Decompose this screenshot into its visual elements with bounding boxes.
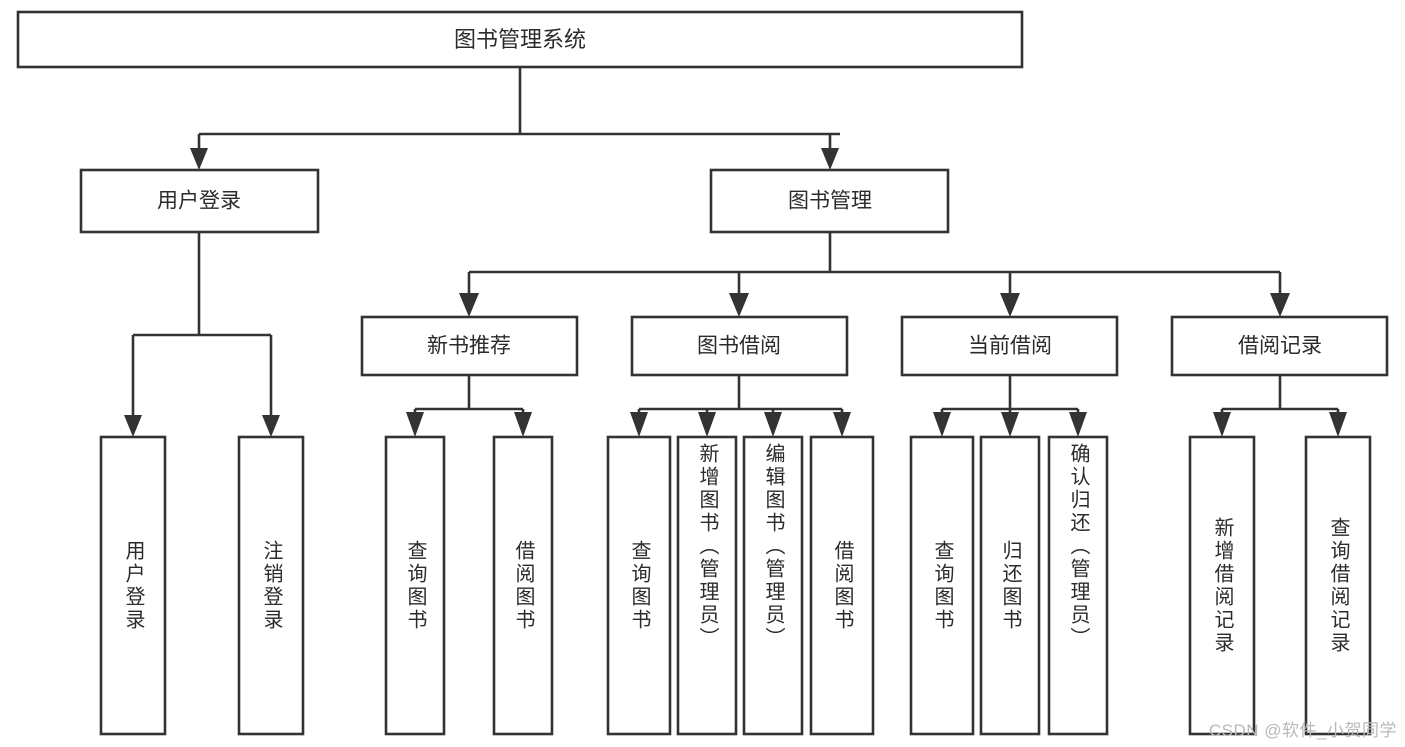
csdn-watermark: CSDN @软件_小贺同学 bbox=[1208, 721, 1397, 740]
node-borrow-record[interactable]: 借阅记录 bbox=[1170, 315, 1389, 377]
leaf-box-user-login[interactable] bbox=[99, 435, 167, 736]
leaf-box-confirm-return[interactable] bbox=[1047, 435, 1109, 736]
arrow-leaf-edit-book bbox=[764, 412, 782, 437]
leaf-box-add-book[interactable] bbox=[676, 435, 738, 736]
leaf-box-borrow-book-2[interactable] bbox=[809, 435, 875, 736]
arrow-leaf-query-record bbox=[1329, 412, 1347, 437]
leaf-box-query-book-2[interactable] bbox=[606, 435, 672, 736]
arrow-leaf-user-login bbox=[124, 415, 142, 437]
arrow-leaf-query-book-3 bbox=[933, 412, 951, 437]
node-book-manage-label: 图书管理 bbox=[788, 190, 872, 213]
edge-book-manage-to-level3 bbox=[467, 232, 1282, 300]
leaf-box-query-book-3[interactable] bbox=[909, 435, 975, 736]
node-current-borrow-label: 当前借阅 bbox=[968, 335, 1052, 358]
arrow-to-new-book-recommend bbox=[459, 293, 479, 317]
edge-root-to-bus bbox=[197, 67, 840, 156]
node-user-login[interactable]: 用户登录 bbox=[79, 168, 320, 234]
edge-new-book-recommend-to-leaves bbox=[413, 375, 525, 423]
leaf-box-return-book[interactable] bbox=[979, 435, 1041, 736]
arrow-leaf-borrow-book-1 bbox=[514, 412, 532, 437]
node-root[interactable]: 图书管理系统 bbox=[16, 10, 1024, 69]
arrow-to-user-login bbox=[190, 148, 208, 170]
node-user-login-label: 用户登录 bbox=[157, 190, 241, 213]
leaf-box-add-record[interactable] bbox=[1188, 435, 1256, 736]
node-book-manage[interactable]: 图书管理 bbox=[709, 168, 950, 234]
arrow-leaf-query-book-2 bbox=[630, 412, 648, 437]
edge-borrow-record-to-leaves bbox=[1220, 375, 1340, 423]
arrow-leaf-return-book bbox=[1001, 412, 1019, 437]
edge-user-login-to-leaves bbox=[131, 232, 273, 423]
arrow-leaf-logout-login bbox=[262, 415, 280, 437]
arrow-leaf-add-record bbox=[1213, 412, 1231, 437]
arrow-leaf-borrow-book-2 bbox=[833, 412, 851, 437]
node-borrow-record-label: 借阅记录 bbox=[1238, 335, 1322, 358]
node-book-borrow[interactable]: 图书借阅 bbox=[630, 315, 849, 377]
leaf-box-logout-login[interactable] bbox=[237, 435, 305, 736]
node-new-book-recommend[interactable]: 新书推荐 bbox=[360, 315, 579, 377]
leaf-box-borrow-book-1[interactable] bbox=[492, 435, 554, 736]
node-new-book-recommend-label: 新书推荐 bbox=[427, 335, 511, 358]
arrow-leaf-query-book-1 bbox=[406, 412, 424, 437]
arrow-to-borrow-record bbox=[1270, 293, 1290, 317]
leaf-box-query-book-1[interactable] bbox=[384, 435, 446, 736]
arrow-leaf-add-book bbox=[698, 412, 716, 437]
arrow-to-book-manage bbox=[821, 148, 839, 170]
leaf-box-query-record[interactable] bbox=[1304, 435, 1372, 736]
arrow-leaf-confirm-return bbox=[1069, 412, 1087, 437]
edge-book-borrow-to-leaves bbox=[637, 375, 844, 423]
node-root-label: 图书管理系统 bbox=[454, 27, 586, 52]
leaf-box-edit-book[interactable] bbox=[742, 435, 804, 736]
node-book-borrow-label: 图书借阅 bbox=[697, 335, 781, 358]
node-current-borrow[interactable]: 当前借阅 bbox=[900, 315, 1119, 377]
arrow-to-book-borrow bbox=[729, 293, 749, 317]
arrow-to-current-borrow bbox=[1000, 293, 1020, 317]
